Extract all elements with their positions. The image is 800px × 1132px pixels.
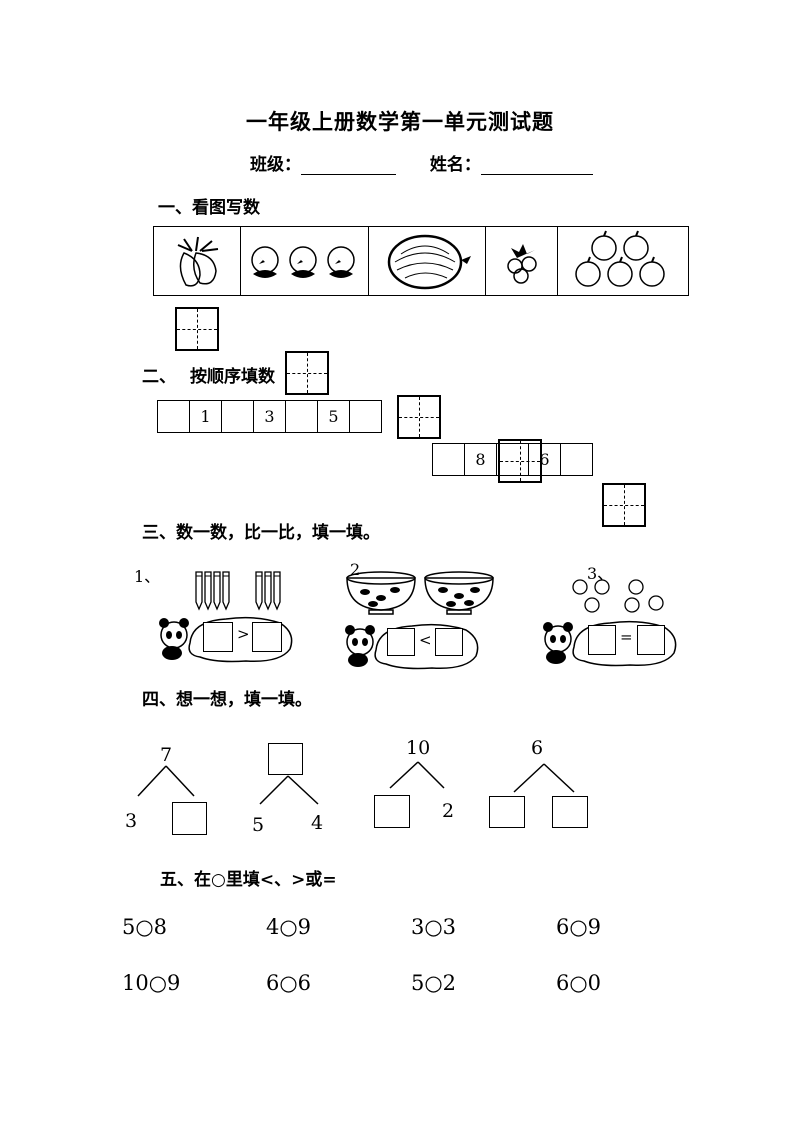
bond-2-top-box[interactable] [268, 743, 303, 775]
item-marker-3: 3、 [587, 564, 614, 583]
sequence-cell[interactable] [286, 401, 318, 432]
bond-3-left-box[interactable] [374, 795, 410, 828]
bond-3-top: 10 [406, 737, 431, 759]
bond-2-left: 5 [252, 814, 265, 836]
sequence-cell[interactable] [561, 444, 592, 475]
sequence-cell[interactable] [350, 401, 381, 432]
compare-box-3b[interactable] [637, 625, 665, 655]
compare-expression[interactable]: 3○3 [411, 915, 457, 939]
mango-picture [154, 227, 241, 295]
compare-box-3a[interactable] [588, 625, 616, 655]
compare-expression[interactable]: 6○9 [556, 915, 602, 939]
answer-box-4[interactable] [498, 439, 542, 483]
compare-expression[interactable]: 6○6 [266, 971, 312, 995]
compare-expression[interactable]: 5○2 [411, 971, 457, 995]
section4-heading: 四、想一想，填一填。 [142, 690, 312, 710]
item-marker-1: 1、 [134, 567, 161, 586]
item-marker-2: 2 [350, 560, 361, 579]
compare-box-1b[interactable] [252, 622, 282, 652]
compare-expression[interactable]: 10○9 [122, 971, 181, 995]
name-label: 姓名： [429, 155, 481, 175]
number-bond-lines [137, 761, 575, 805]
section1-heading: 一、看图写数 [158, 198, 260, 218]
dates-picture [486, 227, 559, 295]
bond-1-top: 7 [160, 744, 173, 766]
sequence-cell[interactable] [433, 444, 465, 475]
answer-box-3[interactable] [397, 395, 441, 439]
class-field[interactable] [301, 156, 396, 175]
compare-expression[interactable]: 6○0 [556, 971, 602, 995]
comparison-panda-2 [345, 623, 479, 670]
sequence-cell: 3 [254, 401, 286, 432]
bond-1-right-box[interactable] [172, 802, 207, 835]
sequence-cell[interactable] [222, 401, 254, 432]
bond-1-left: 3 [125, 810, 138, 832]
comparison-panda-3 [543, 620, 677, 667]
answer-box-5[interactable] [602, 483, 646, 527]
compare-symbol-2: < [419, 631, 432, 649]
section2-heading: 二、 [142, 367, 176, 387]
bond-2-right: 4 [311, 812, 324, 834]
apples-picture [558, 227, 688, 295]
class-label: 班级： [250, 155, 301, 175]
sequence-cell: 5 [318, 401, 350, 432]
compare-box-2b[interactable] [435, 628, 463, 656]
page-title: 一年级上册数学第一单元测试题 [246, 109, 554, 134]
compare-box-2a[interactable] [387, 628, 415, 656]
answer-box-2[interactable] [285, 351, 329, 395]
answer-box-1[interactable] [175, 307, 219, 351]
compare-expression[interactable]: 4○9 [266, 915, 312, 939]
sequence-row-2: 8 6 [432, 443, 593, 476]
peaches-picture [241, 227, 370, 295]
sequence-cell[interactable] [158, 401, 190, 432]
fishbowls-picture [346, 571, 494, 615]
student-info: 班级： 姓名： [250, 150, 593, 175]
sequence-cell: 6 [529, 444, 561, 475]
compare-box-1a[interactable] [203, 622, 233, 652]
watermelon-picture [369, 227, 486, 295]
section5-heading: 五、在○里填<、>或= [160, 870, 337, 890]
sequence-cell[interactable] [497, 444, 529, 475]
compare-symbol-1: > [237, 625, 250, 643]
bond-4-top: 6 [531, 737, 544, 759]
sequence-row-1: 1 3 5 [157, 400, 382, 433]
bond-3-right: 2 [442, 800, 455, 822]
pencils-picture [195, 571, 281, 611]
comparison-panda-1 [159, 616, 293, 663]
sequence-cell: 1 [190, 401, 222, 432]
oranges-picture [572, 579, 664, 613]
compare-symbol-3: = [620, 628, 633, 646]
name-field[interactable] [480, 156, 593, 175]
bond-4-right-box[interactable] [552, 796, 588, 828]
picture-strip [153, 226, 689, 296]
section3-heading: 三、数一数，比一比，填一填。 [142, 523, 380, 543]
sequence-cell: 8 [465, 444, 497, 475]
compare-expression[interactable]: 5○8 [122, 915, 168, 939]
section2-heading-text: 按顺序填数 [190, 367, 275, 387]
bond-4-left-box[interactable] [489, 796, 525, 828]
